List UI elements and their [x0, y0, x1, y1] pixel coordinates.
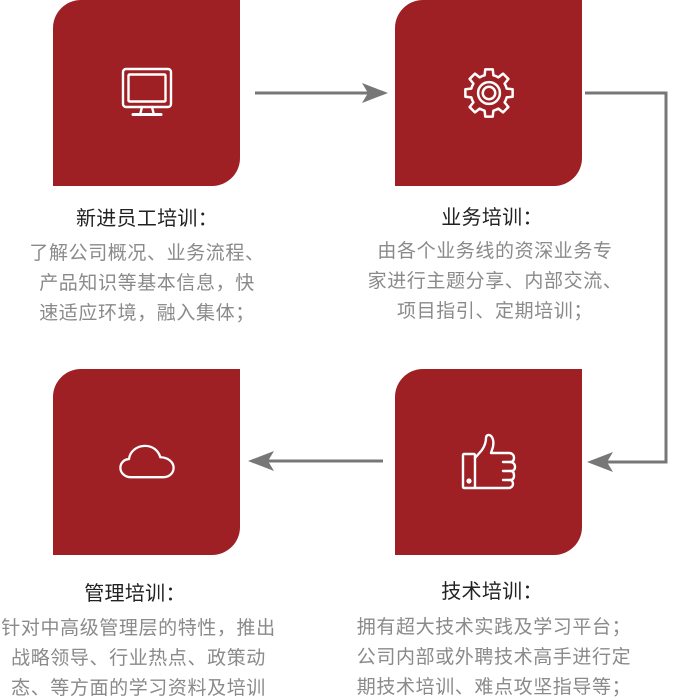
description-line: 针对中高级管理层的特性，推出 — [1, 618, 276, 639]
step-description: 拥有超大技术实践及学习平台； 公司内部或外聘技术高手进行定 期技术培训、难点攻坚… — [349, 613, 639, 697]
description-line: 由各个业务线的资深业务专 — [377, 241, 613, 262]
tile-new-employee-training — [53, 0, 240, 186]
description-line: 态、等方面的学习资料及培训 — [11, 678, 266, 698]
arrow-technical-to-management — [248, 451, 383, 471]
description-line: 产品知识等基本信息，快 — [39, 273, 255, 294]
step-description: 由各个业务线的资深业务专 家进行主题分享、内部交流、 项目指引、定期培训； — [360, 237, 630, 327]
description-line: 家进行主题分享、内部交流、 — [367, 271, 623, 292]
description-line: 期技术培训、难点攻坚指导等； — [356, 677, 632, 697]
description-line: 战略领导、行业热点、政策动 — [11, 648, 266, 669]
arrowhead-left — [248, 451, 274, 471]
step-description: 针对中高级管理层的特性，推出 战略领导、行业热点、政策动 态、等方面的学习资料及… — [0, 614, 277, 698]
description-line: 项目指引、定期培训； — [396, 301, 593, 322]
tile-technical-training — [395, 369, 582, 555]
arrowhead-right — [362, 83, 388, 103]
arrow-new-employee-to-business — [255, 83, 388, 103]
arrow-business-to-technical — [585, 91, 668, 472]
tile-business-training — [395, 0, 582, 186]
step-description: 了解公司概况、业务流程、 产品知识等基本信息，快 速适应环境，融入集体； — [17, 239, 277, 329]
gear-icon — [463, 68, 514, 118]
step-title: 管理培训： — [84, 583, 186, 605]
monitor-icon — [121, 67, 172, 116]
step-title: 新进员工培训： — [75, 208, 219, 230]
description-line: 速适应环境，融入集体； — [39, 303, 255, 324]
arrowhead-left — [587, 452, 613, 472]
cloud-icon — [118, 444, 175, 479]
description-line: 了解公司概况、业务流程、 — [29, 243, 265, 264]
tile-management-training — [53, 369, 240, 555]
thumbs-up-icon — [461, 433, 516, 490]
description-line: 公司内部或外聘技术高手进行定 — [356, 647, 632, 668]
step-title: 技术培训： — [441, 581, 543, 603]
step-title: 业务培训： — [441, 207, 543, 229]
description-line: 拥有超大技术实践及学习平台； — [356, 617, 632, 638]
